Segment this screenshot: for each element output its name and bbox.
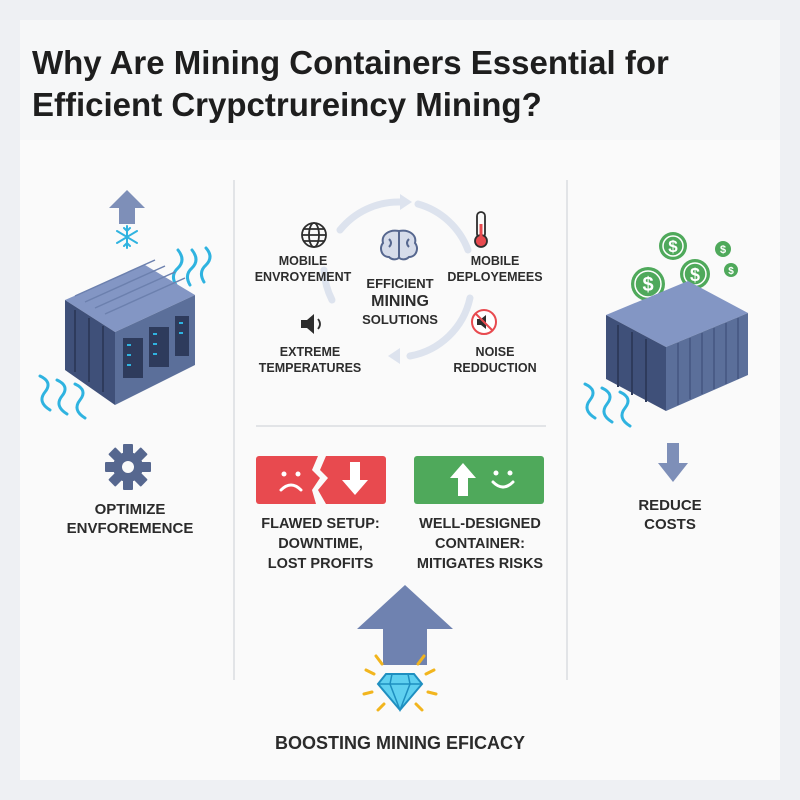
svg-text:$: $ xyxy=(668,237,678,256)
speaker-icon xyxy=(301,314,321,334)
title-line-1: Why Are Mining Containers Essential for xyxy=(32,44,669,81)
cycle-bottom-left-label: EXTREME TEMPERATURES xyxy=(250,344,370,376)
reduce-costs-line-1: REDUCE xyxy=(638,497,702,514)
down-arrow-right-icon xyxy=(658,443,688,482)
down-arrow-icon xyxy=(342,462,368,495)
shipping-container-right xyxy=(606,281,748,411)
muted-speaker-icon xyxy=(471,309,497,335)
airflow-lines-icon xyxy=(171,246,212,287)
cycle-bottom-right-label: NOISE REDDUCTION xyxy=(440,344,550,376)
cycle-top-left-line-1: MOBILE xyxy=(278,254,328,268)
cycle-top-right-label: MOBILE DEPLOYEMEES xyxy=(440,253,550,285)
svg-text:$: $ xyxy=(728,266,734,277)
gear-icon xyxy=(105,444,151,490)
up-arrow-white-icon xyxy=(450,463,476,496)
thermometer-icon xyxy=(474,211,488,248)
left-divider xyxy=(233,180,235,680)
optimize-label-line-2: ENVFOREMENCE xyxy=(66,520,194,537)
svg-text:$: $ xyxy=(690,265,700,285)
well-designed-text: WELL-DESIGNED CONTAINER: MITIGATES RISKS xyxy=(405,514,555,574)
optimize-label: OPTIMIZE ENVFOREMENCE xyxy=(40,500,220,538)
cycle-center-line-3: SOLUTIONS xyxy=(362,312,438,327)
up-arrow-icon xyxy=(109,190,145,224)
cycle-top-left-label: MOBILE ENVROYEMENT xyxy=(248,253,358,285)
well-designed-badge xyxy=(414,456,544,504)
big-up-arrow-icon xyxy=(357,585,453,665)
cycle-center-label: EFFICIENT MINING SOLUTIONS xyxy=(330,276,470,328)
center-horizontal-divider xyxy=(256,425,546,427)
flawed-line-3: LOST PROFITS xyxy=(267,556,374,572)
sad-face-icon xyxy=(279,471,303,492)
cycle-top-left-line-2: ENVROYEMENT xyxy=(254,270,352,284)
cycle-bottom-right-line-1: NOISE xyxy=(475,345,515,359)
cycle-top-right-line-1: MOBILE xyxy=(470,254,520,268)
airflow-lines-bottom-icon xyxy=(38,374,87,420)
cycle-arrows xyxy=(320,194,474,364)
reduce-costs-line-2: COSTS xyxy=(644,516,696,533)
svg-text:$: $ xyxy=(720,244,726,256)
smile-face-icon xyxy=(491,470,515,489)
cycle-top-right-line-2: DEPLOYEMEES xyxy=(447,270,543,284)
page-title: Why Are Mining Containers Essential for … xyxy=(32,42,752,126)
airflow-lines-right-icon xyxy=(583,382,632,428)
flawed-line-2: DOWNTIME, xyxy=(278,536,363,552)
server-container-left xyxy=(65,259,195,405)
flawed-line-1: FLAWED SETUP: xyxy=(261,516,380,532)
cycle-bottom-left-line-2: TEMPERATURES xyxy=(258,361,362,375)
brain-icon xyxy=(380,229,418,261)
cycle-center-line-1: EFFICIENT xyxy=(366,276,434,291)
header: Why Are Mining Containers Essential for … xyxy=(20,20,780,140)
crack-icon xyxy=(312,456,328,504)
designed-line-3: MITIGATES RISKS xyxy=(416,556,544,572)
globe-icon xyxy=(301,222,327,248)
footer-label: BOOSTING MINING EFICACY xyxy=(274,733,525,753)
cycle-center-line-2: MINING xyxy=(371,293,429,310)
title-line-2: Efficient Crypctrureincy Mining? xyxy=(32,86,542,123)
designed-line-1: WELL-DESIGNED xyxy=(419,516,541,532)
snowflake-icon xyxy=(116,225,138,249)
cycle-bottom-right-line-2: REDDUCTION xyxy=(453,361,537,375)
cycle-bottom-left-line-1: EXTREME xyxy=(279,345,341,359)
flawed-setup-text: FLAWED SETUP: DOWNTIME, LOST PROFITS xyxy=(248,514,393,574)
designed-line-2: CONTAINER: xyxy=(435,536,525,552)
right-divider xyxy=(566,180,568,680)
reduce-costs-label: REDUCE COSTS xyxy=(595,496,745,534)
svg-text:$: $ xyxy=(642,274,653,296)
optimize-label-line-1: OPTIMIZE xyxy=(94,501,166,518)
diamond-sparkle-icon xyxy=(362,654,438,713)
